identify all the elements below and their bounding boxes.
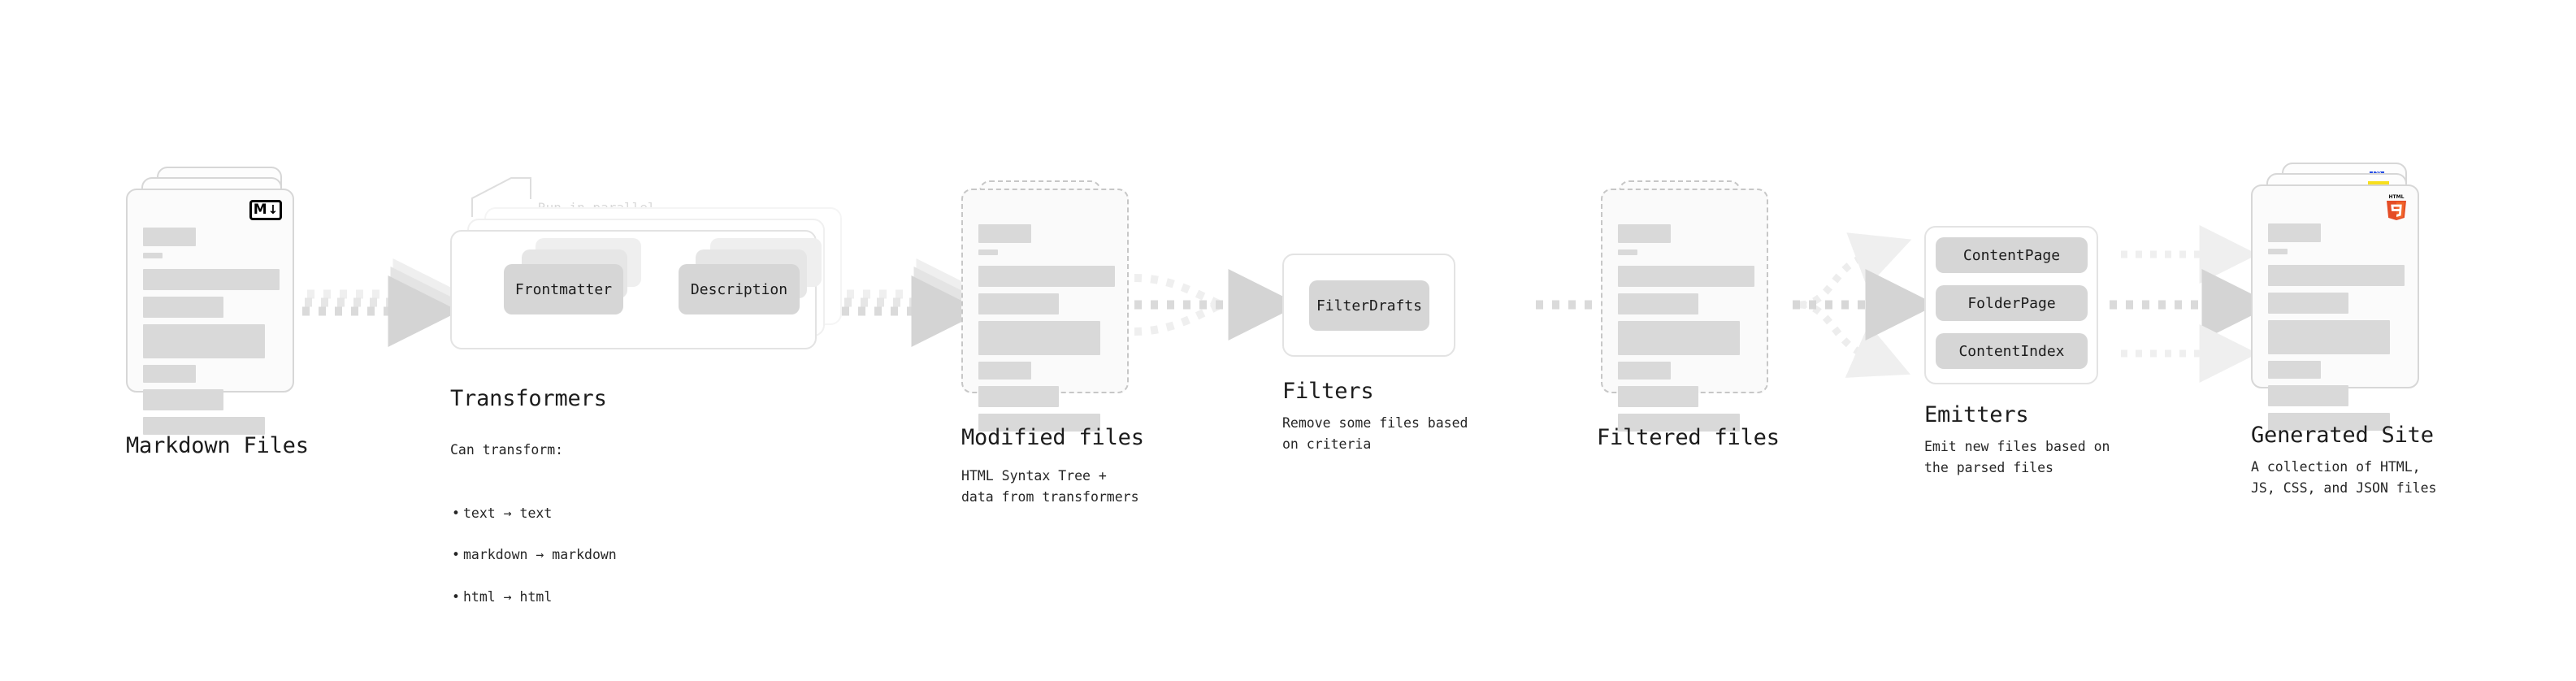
doc-line (978, 293, 1059, 314)
connector-emitters-to-site (2110, 225, 2274, 383)
stage-desc-modified-files: HTML Syntax Tree + data from transformer… (961, 468, 1139, 505)
chip-description[interactable]: Description (679, 264, 800, 314)
doc-line (143, 417, 265, 435)
transformers-bullet-list: text → text markdown → markdown html → h… (450, 483, 718, 628)
stage-transformers: x x Frontmatter x x Description (450, 207, 865, 354)
connector-md-to-transformers (302, 258, 465, 347)
chip-contentpage[interactable]: ContentPage (1936, 237, 2088, 273)
doc-line (978, 386, 1059, 407)
transformers-bullet-1: markdown → markdown (450, 544, 718, 566)
doc-line (1618, 293, 1698, 314)
stage-markdown-files: M↓ (126, 167, 313, 435)
doc-line (1618, 414, 1740, 432)
doc-line (978, 414, 1100, 432)
doc-line (2268, 385, 2348, 406)
site-placeholder-lines (2268, 223, 2405, 437)
stage-modified-files (961, 180, 1140, 432)
markdown-placeholder-lines (143, 228, 280, 441)
transformers-desc-lead: Can transform: (450, 441, 564, 458)
markdown-logo-arrow: ↓ (267, 202, 279, 217)
stage-title-filters: Filters (1282, 379, 1374, 404)
stage-desc-emitters: Emit new files based on the parsed files (1924, 439, 2110, 475)
markdown-logo-letter: M (253, 202, 267, 218)
stage-filters: FilterDrafts (1282, 254, 1457, 358)
doc-line (2268, 249, 2288, 254)
doc-line (978, 249, 998, 255)
html5-logo-icon: HTML (2384, 193, 2409, 220)
modified-placeholder-lines (978, 224, 1115, 438)
stage-title-markdown-files: Markdown Files (126, 433, 309, 458)
stage-emitters: ContentPage FolderPage ContentIndex (1924, 226, 2103, 388)
doc-line (2268, 413, 2390, 431)
doc-line (1618, 386, 1698, 407)
chip-frontmatter[interactable]: Frontmatter (504, 264, 623, 314)
doc-line (143, 297, 223, 318)
stage-desc-generated-site: A collection of HTML, JS, CSS, and JSON … (2251, 459, 2437, 496)
markdown-card-front: M↓ (126, 189, 294, 435)
site-card-front: HTML (2251, 184, 2419, 431)
doc-line (2268, 320, 2390, 354)
stage-desc-filters: Remove some files based on criteria (1282, 415, 1468, 452)
doc-line (1618, 321, 1740, 355)
filtered-placeholder-lines (1618, 224, 1754, 438)
doc-line (978, 321, 1100, 355)
doc-line (143, 253, 163, 258)
markdown-logo-icon: M↓ (249, 200, 282, 220)
stage-title-generated-site: Generated Site (2251, 423, 2434, 448)
chip-filterdrafts[interactable]: FilterDrafts (1309, 280, 1429, 331)
filtered-card-front (1601, 189, 1768, 432)
doc-line (1618, 249, 1637, 255)
doc-line (1618, 224, 1671, 243)
stage-filtered-files (1601, 180, 1780, 432)
doc-line (1618, 266, 1754, 287)
doc-line (143, 324, 265, 358)
doc-line (143, 269, 280, 290)
svg-text:HTML: HTML (2389, 194, 2405, 200)
stage-generated-site: CSS HTML (2251, 163, 2438, 431)
stage-title-emitters: Emitters (1924, 402, 2029, 427)
doc-line (2268, 265, 2405, 286)
doc-line (2268, 293, 2348, 314)
connector-modified-to-filters (1134, 269, 1300, 340)
doc-line (2268, 223, 2321, 242)
chip-contentindex[interactable]: ContentIndex (1936, 333, 2088, 369)
transformers-bullet-0: text → text (450, 503, 718, 524)
doc-line (2268, 361, 2321, 379)
transformers-bullet-2: html → html (450, 587, 718, 608)
stage-title-filtered-files: Filtered files (1597, 425, 1780, 450)
doc-line (978, 266, 1115, 287)
connector-filtered-to-emitters (1793, 232, 1937, 378)
stage-title-modified-files: Modified files (961, 425, 1144, 450)
doc-line (143, 228, 196, 246)
doc-line (143, 365, 196, 383)
stage-desc-transformers: Can transform: text → text markdown → ma… (450, 419, 718, 648)
doc-line (978, 362, 1031, 380)
stage-title-transformers: Transformers (450, 386, 607, 411)
doc-line (143, 389, 223, 410)
chip-folderpage[interactable]: FolderPage (1936, 285, 2088, 321)
modified-card-front (961, 189, 1129, 432)
doc-line (1618, 362, 1671, 380)
doc-line (978, 224, 1031, 243)
